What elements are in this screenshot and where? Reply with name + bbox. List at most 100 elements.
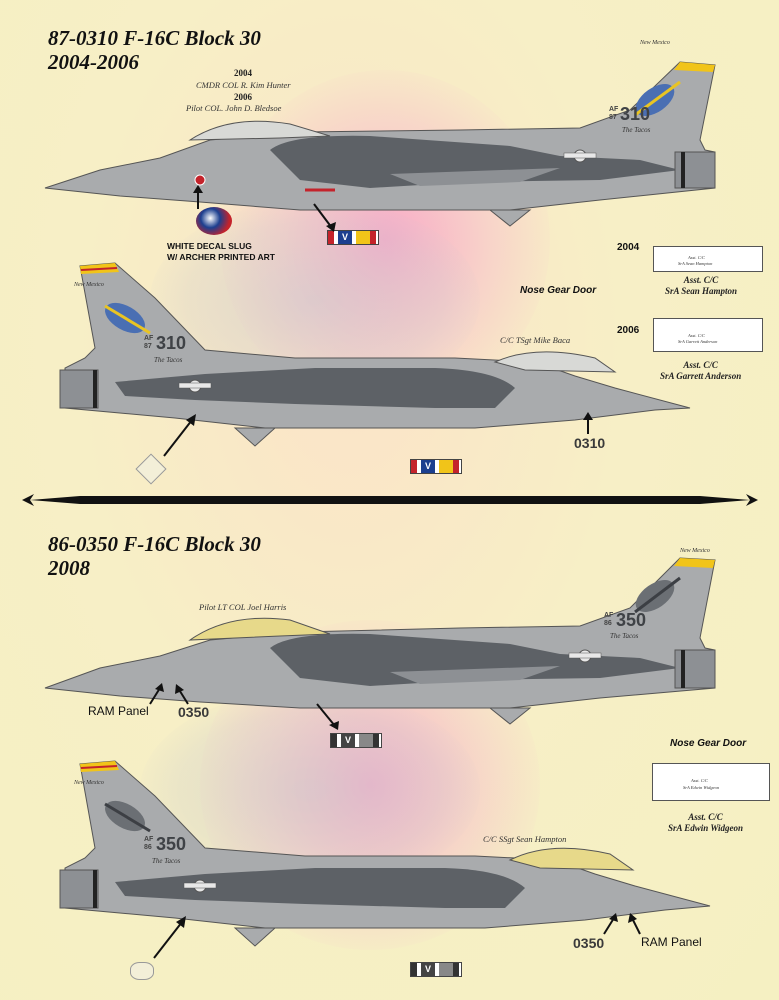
jet1-canopy <box>188 120 331 141</box>
jet1-tail-af: AF <box>609 106 619 113</box>
ngd-2004-year: 2004 <box>617 242 640 253</box>
ngd-2008-label-line2: SrA Edwin Widgeon <box>668 823 744 833</box>
jet3-tail-serial: 350 <box>616 610 647 630</box>
ngd-2006-year: 2006 <box>617 325 640 336</box>
jet2-arrow <box>163 414 196 457</box>
ngd-2008-box-line1: Asst. C/C <box>691 778 709 783</box>
section2-pilot-caption: Pilot LT COL Joel Harris <box>199 602 287 612</box>
decal-note: White decal slug w/ Archer printed art <box>167 241 275 263</box>
jet4-stencil <box>130 962 154 980</box>
jet3-tail-unit: The Tacos <box>610 632 639 640</box>
ram-panel-arrow-1 <box>149 683 164 705</box>
ngd-2006-box: Asst. C/C SrA Garrett Anderson <box>653 318 763 352</box>
jet2-tail-year: 87 <box>144 343 152 350</box>
jet3-tail-state: New Mexico <box>680 548 710 554</box>
section1-title: 87-0310 F-16C Block 30 2004-2006 <box>48 26 261 74</box>
jet1-tail-serial: 310 <box>620 104 651 124</box>
jet3-ribbon: V <box>330 733 382 748</box>
jet4-tail-year: 86 <box>144 844 152 851</box>
jet1-tail-text: New Mexico AF 87 310 The Tacos <box>600 40 720 140</box>
section1-title-line1: 87-0310 F-16C Block 30 <box>48 26 261 50</box>
ngd-2004-box-line2: SrA Sean Hampton <box>678 261 713 266</box>
section2-title: 86-0350 F-16C Block 30 2008 <box>48 532 261 580</box>
jet4-dark-camo <box>115 868 525 908</box>
jet2-tail-text: New Mexico AF 87 310 The Tacos <box>60 268 200 378</box>
jet4-right-profile <box>59 760 711 947</box>
ngd-2008-label-line1: Asst. C/C <box>688 812 723 822</box>
jet3-ribbon-v: V <box>341 734 355 747</box>
section1-pilot-caption: Pilot COL. John D. Bledsoe <box>186 103 282 113</box>
jet4-ribbon-v: V <box>421 963 435 976</box>
jet4-tail-unit: The Tacos <box>152 857 181 865</box>
ngd-2006-label: Asst. C/C SrA Garrett Anderson <box>660 360 741 382</box>
section1-cmdr-caption: CMDR COL R. Kim Hunter <box>196 80 291 90</box>
jet3-canopy <box>188 617 331 641</box>
ngd-2004-box-line1: Asst. C/C <box>688 255 706 260</box>
jet3-tail-text: New Mexico AF 86 350 The Tacos <box>600 548 720 648</box>
nose-number-arrow-1 <box>583 412 593 434</box>
ngd-2006-box-line2: SrA Garrett Anderson <box>678 339 718 344</box>
section1-crew-chief-caption: C/C TSgt Mike Baca <box>500 335 571 345</box>
jet2-tail-state: New Mexico <box>74 282 104 288</box>
ngd-2004-box: Asst. C/C SrA Sean Hampton <box>653 246 763 272</box>
section2-ram-panel-label-1: RAM Panel <box>88 704 149 718</box>
decal-note-line1: White decal slug <box>167 241 252 251</box>
ram-panel-arrow-2 <box>628 913 641 935</box>
jet1-tail-year: 87 <box>609 114 617 121</box>
jet1-tail-state: New Mexico <box>640 40 670 46</box>
section2-nose-number-1: 0350 <box>178 704 210 720</box>
jet2-ribbon-v: V <box>421 460 435 473</box>
ngd-2004-label-line1: Asst. C/C <box>683 275 719 285</box>
section2-title-line1: 86-0350 F-16C Block 30 <box>48 532 261 556</box>
section2-ram-panel-label-2: RAM Panel <box>641 935 702 949</box>
jet4-arrow <box>153 916 186 959</box>
jet2-canopy <box>493 351 617 373</box>
jet2-tail-unit: The Tacos <box>154 356 183 364</box>
nose-number-arrow-2 <box>175 684 189 705</box>
archer-flag-decal <box>196 207 232 235</box>
section1-nose-number: 0310 <box>574 435 606 451</box>
jet2-tail-af: AF <box>144 335 154 342</box>
section1-year-a: 2004 <box>234 68 252 78</box>
decal-note-line2: w/ Archer printed art <box>167 252 275 262</box>
jet1-ribbon: V <box>327 230 379 245</box>
section2-nose-number-2: 0350 <box>573 935 605 951</box>
jet4-canopy <box>508 847 635 871</box>
jet4-ribbon: V <box>410 962 462 977</box>
jet3-tail-year: 86 <box>604 620 612 627</box>
jet4-tail-serial: 350 <box>156 834 187 854</box>
ngd-2006-label-line1: Asst. C/C <box>683 360 718 370</box>
section2-nose-gear-door-label: Nose Gear Door <box>670 738 747 749</box>
section1-nose-gear-door-label: Nose Gear Door <box>520 285 597 296</box>
jet1-tail-band <box>674 62 715 72</box>
ngd-2004-label: Asst. C/C SrA Sean Hampton <box>665 275 737 297</box>
nose-number-arrow-3 <box>603 913 618 935</box>
jet3-ribbon-arrow <box>316 703 339 730</box>
ngd-2008-box: Asst. C/C SrA Edwin Widgeon <box>652 763 770 801</box>
ngd-2008-label: Asst. C/C SrA Edwin Widgeon <box>668 812 743 834</box>
ngd-2006-box-line1: Asst. C/C <box>688 333 706 338</box>
jet2-ribbon: V <box>410 459 462 474</box>
section-divider <box>22 494 758 506</box>
jet3-dark-camo <box>270 633 680 686</box>
jet1-ribbon-arrow <box>313 203 336 232</box>
jet2-right-profile <box>59 262 691 447</box>
ngd-2006-label-line2: SrA Garrett Anderson <box>660 371 742 381</box>
ngd-2004-label-line2: SrA Sean Hampton <box>665 286 738 296</box>
jet3-left-profile <box>44 557 716 725</box>
jet2-tail-serial: 310 <box>156 333 187 353</box>
jet4-tail-state: New Mexico <box>74 780 104 786</box>
jet1-ribbon-v: V <box>338 231 352 244</box>
section1-year-b: 2006 <box>234 92 252 102</box>
section1-title-line2: 2004-2006 <box>48 50 139 74</box>
jet1-left-profile <box>44 61 716 227</box>
jet1-dark-camo <box>270 135 680 188</box>
ngd-2008-box-line2: SrA Edwin Widgeon <box>683 785 720 790</box>
jet1-tail-unit: The Tacos <box>622 126 651 134</box>
jet2-dark-camo <box>115 368 515 408</box>
jet4-tail-text: New Mexico AF 86 350 The Tacos <box>60 766 200 876</box>
decal-arrow-up <box>193 185 203 209</box>
jet4-tail-af: AF <box>144 836 154 843</box>
jet3-tail-band <box>674 558 715 568</box>
